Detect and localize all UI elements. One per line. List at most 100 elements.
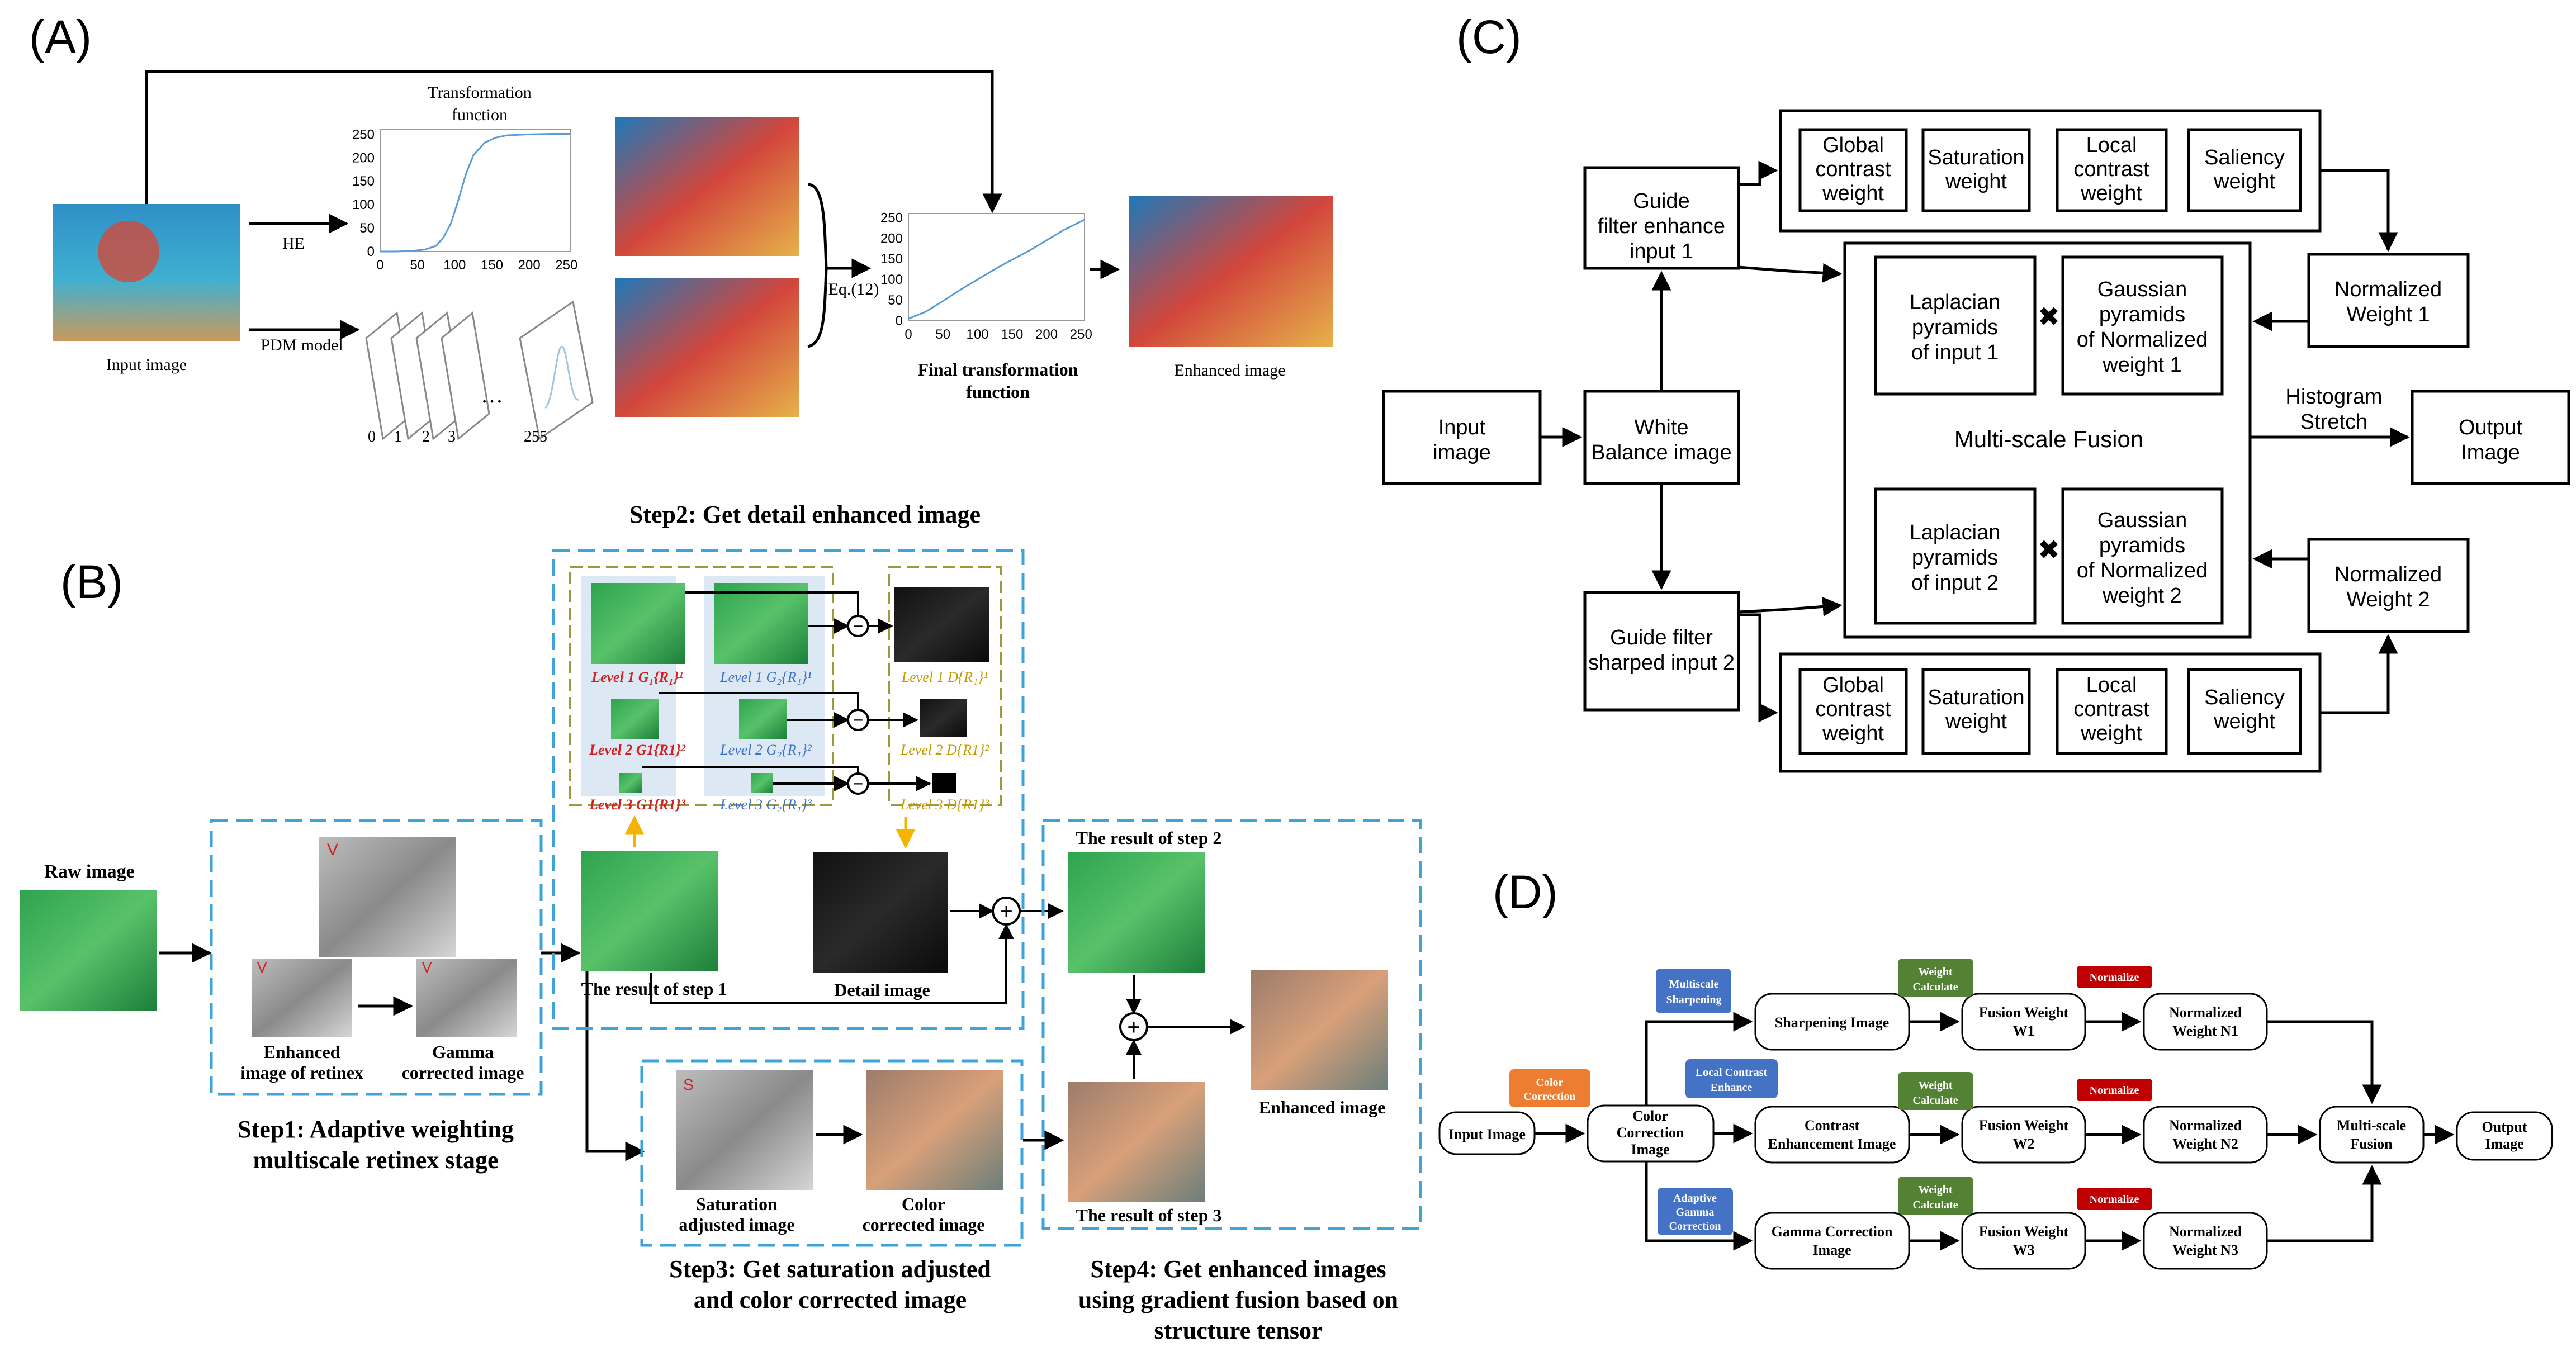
gaussian2-label: Gaussian <box>2097 509 2187 532</box>
x-tick-label: 50 <box>935 327 950 342</box>
c-input-label: image <box>1433 441 1491 464</box>
gf2-label: sharped input 2 <box>1588 651 1735 675</box>
y-tick-label: 250 <box>880 210 903 225</box>
d-output-box <box>2456 1111 2553 1161</box>
d-fw-label: W1 <box>2013 1023 2035 1039</box>
weight-label: contrast <box>2073 698 2149 721</box>
stack-ellipsis: … <box>481 382 503 407</box>
he-label: HE <box>282 234 305 253</box>
d-n-label: Weight N3 <box>2172 1242 2238 1258</box>
output-box <box>2411 390 2570 485</box>
raw-image-thumb <box>20 890 157 1011</box>
bypass-arrow <box>145 70 1002 214</box>
tag-text: Calculate <box>1912 1199 1958 1211</box>
level-label: Level 3 G₂{R₁}³ <box>719 796 812 813</box>
nw1-label: Weight 1 <box>2346 303 2430 326</box>
detail-image-thumb <box>813 852 948 973</box>
d-contrast-label: Contrast <box>1805 1117 1860 1133</box>
result1-label: The result of step 1 <box>581 979 727 999</box>
tag-text: Sharpening <box>1666 994 1722 1006</box>
nw2-label: Normalized <box>2334 563 2442 586</box>
y-tick-label: 100 <box>352 197 375 212</box>
tag-gamma <box>1658 1188 1733 1235</box>
d-n3-box <box>2143 1212 2268 1270</box>
tag-text: Weight <box>1918 1184 1952 1196</box>
panel-c: Input image White Balance image Guide fi… <box>1382 109 2570 773</box>
result3-label: The result of step 3 <box>1076 1205 1222 1225</box>
tag-text: Calculate <box>1912 1094 1958 1107</box>
y-tick-label: 200 <box>880 231 903 246</box>
step2-title: Step2: Get detail enhanced image <box>629 501 981 528</box>
tag-text: Weight <box>1918 1079 1952 1092</box>
minus-sign: − <box>853 710 864 730</box>
multiscale-fusion-box <box>1843 241 2252 639</box>
weight-label: weight <box>1945 710 2007 733</box>
y-tick-label: 0 <box>896 314 903 329</box>
saturation-thumb <box>676 1070 813 1190</box>
weight-label: Saliency <box>2204 686 2285 709</box>
weight-label: contrast <box>1815 158 1891 181</box>
tag-multiscale <box>1656 969 1731 1013</box>
d-n-label: Weight N2 <box>2172 1136 2238 1152</box>
d-fw2-box <box>1961 1106 2086 1164</box>
d-gamma-label: Image <box>1812 1242 1851 1258</box>
plus-sign: + <box>1000 899 1012 924</box>
level-label: Level 2 G1{R1}² <box>589 742 686 758</box>
x-tick-label: 250 <box>1070 327 1092 342</box>
panel-label-d: (D) <box>1493 866 1558 918</box>
d-sharp-label: Sharpening Image <box>1775 1014 1889 1031</box>
merge-bracket <box>807 183 828 348</box>
gf1-label: input 1 <box>1630 240 1693 263</box>
hist-label: Histogram <box>2285 385 2382 409</box>
minus-sign: − <box>853 616 864 636</box>
d-msf-box <box>2319 1106 2425 1164</box>
x-tick-label: 200 <box>1035 327 1058 342</box>
d-gamma-box <box>1754 1212 1910 1270</box>
weight-label: Saliency <box>2204 146 2285 169</box>
multiscale-fusion-label: Multi-scale Fusion <box>1954 426 2143 452</box>
series-line <box>380 133 570 253</box>
chart-frame <box>908 213 1085 321</box>
tag-text: Weight <box>1918 966 1952 978</box>
pdm-label: PDM model <box>261 336 343 354</box>
tag-normalize <box>2077 1079 2152 1101</box>
laplacian1-label: Laplacian <box>1910 291 2001 314</box>
gf1-label: filter enhance <box>1598 215 1725 238</box>
minus-circle <box>847 772 869 795</box>
level-label: Level 1 G₁{R₁}¹ <box>591 669 683 685</box>
retinex-label: Enhanced <box>264 1042 340 1062</box>
x-tick-label: 150 <box>1001 327 1023 342</box>
weight-label: Global <box>1822 673 1884 697</box>
weight-label: Local <box>2086 673 2137 697</box>
laplacian1-label: of input 1 <box>1911 341 1999 364</box>
lv2-g2-thumb <box>739 699 787 739</box>
result-step3-thumb <box>1068 1082 1205 1202</box>
x-tick-label: 50 <box>410 258 425 273</box>
gaussian1-label: weight 1 <box>2102 353 2182 377</box>
tag-color-correction <box>1509 1069 1590 1107</box>
pdm-result-thumb <box>615 278 799 417</box>
v-mark: V <box>327 841 338 859</box>
minus-sign: − <box>853 774 864 794</box>
d-fw-label: W3 <box>2013 1242 2035 1258</box>
weight-label: weight <box>1822 182 1884 205</box>
tag-weight <box>1898 959 1973 997</box>
step1-title: multiscale retinex stage <box>253 1146 498 1174</box>
v-mark: V <box>257 959 267 976</box>
gaussian2-label: of Normalized <box>2077 559 2208 582</box>
step4-title: using gradient fusion based on <box>1078 1286 1398 1313</box>
step4-title: structure tensor <box>1154 1317 1323 1344</box>
tag-normalize <box>2077 1188 2152 1210</box>
weight-label: Global <box>1822 134 1884 157</box>
panel-a: Input image HE PDM model Transformation … <box>53 70 1333 445</box>
lv3-g1-thumb <box>619 773 642 793</box>
y-tick-label: 150 <box>880 252 903 267</box>
d-gamma-label: Gamma Correction <box>1772 1223 1893 1240</box>
y-tick-label: 200 <box>352 150 375 165</box>
stack-tick: 255 <box>524 428 547 445</box>
v-image-thumb <box>319 837 456 957</box>
result2-label: The result of step 2 <box>1076 828 1222 848</box>
final-tf-line2: function <box>966 382 1030 402</box>
